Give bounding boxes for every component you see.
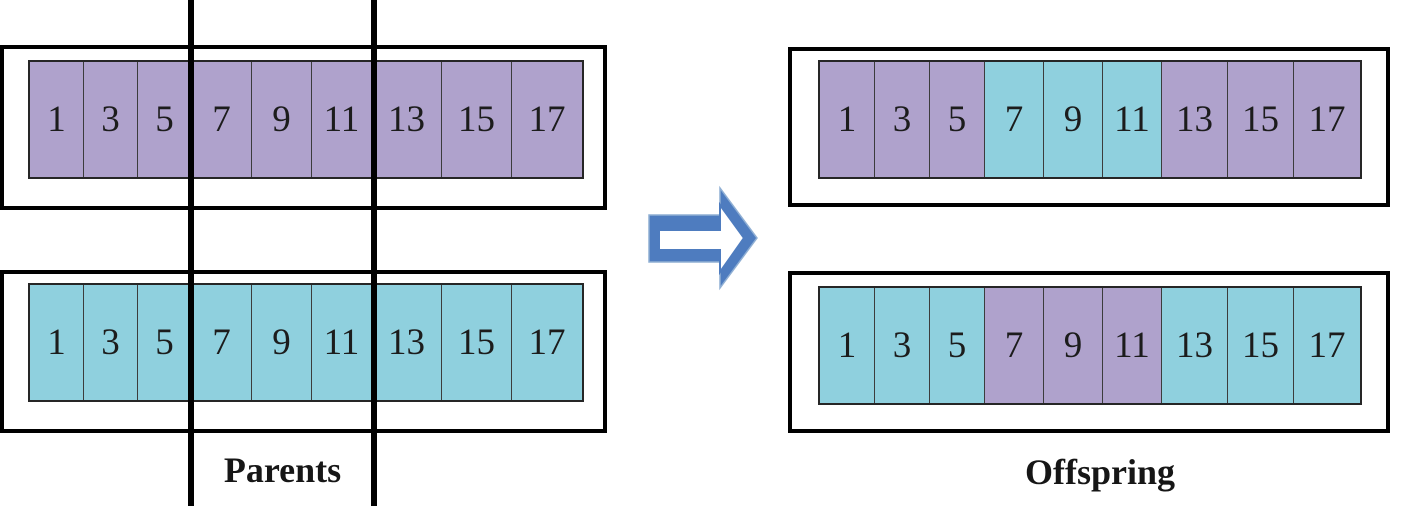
gene-cell: 11 [1103, 288, 1162, 403]
gene-cell: 17 [512, 285, 582, 400]
gene-cell: 13 [1162, 62, 1228, 177]
gene-cell: 11 [312, 285, 372, 400]
gene-cell: 1 [30, 285, 84, 400]
gene-cell: 9 [252, 62, 312, 177]
gene-cell: 11 [1103, 62, 1162, 177]
gene-cell: 15 [1228, 62, 1294, 177]
gene-cell: 5 [138, 62, 192, 177]
gene-cell: 9 [252, 285, 312, 400]
gene-cell: 15 [442, 285, 512, 400]
gene-cell: 9 [1044, 288, 1103, 403]
gene-cell: 11 [312, 62, 372, 177]
gene-cell: 7 [985, 62, 1044, 177]
gene-cell: 17 [1294, 62, 1360, 177]
parents-label: Parents [223, 450, 342, 490]
gene-cell: 15 [442, 62, 512, 177]
gene-cell: 13 [372, 285, 442, 400]
gene-cell: 3 [875, 288, 930, 403]
gene-cell: 5 [138, 285, 192, 400]
gene-cell: 17 [1294, 288, 1360, 403]
gene-cell: 15 [1228, 288, 1294, 403]
gene-cell: 5 [930, 62, 985, 177]
gene-cell: 1 [820, 288, 875, 403]
gene-cell: 1 [820, 62, 875, 177]
crossover-point-line-1 [188, 0, 194, 506]
gene-cell: 1 [30, 62, 84, 177]
gene-cell: 7 [192, 62, 252, 177]
offspring-label: Offspring [1024, 452, 1175, 492]
arrow-inner-shape [658, 201, 746, 276]
crossover-point-line-2 [371, 0, 377, 506]
gene-cell: 3 [84, 285, 138, 400]
gene-cell: 13 [1162, 288, 1228, 403]
gene-cell: 7 [192, 285, 252, 400]
gene-cell: 3 [84, 62, 138, 177]
gene-cell: 9 [1044, 62, 1103, 177]
gene-cell: 13 [372, 62, 442, 177]
gene-cell: 5 [930, 288, 985, 403]
right-block-arrow-icon [648, 185, 758, 291]
gene-cell: 17 [512, 62, 582, 177]
gene-cell: 3 [875, 62, 930, 177]
gene-cell: 7 [985, 288, 1044, 403]
